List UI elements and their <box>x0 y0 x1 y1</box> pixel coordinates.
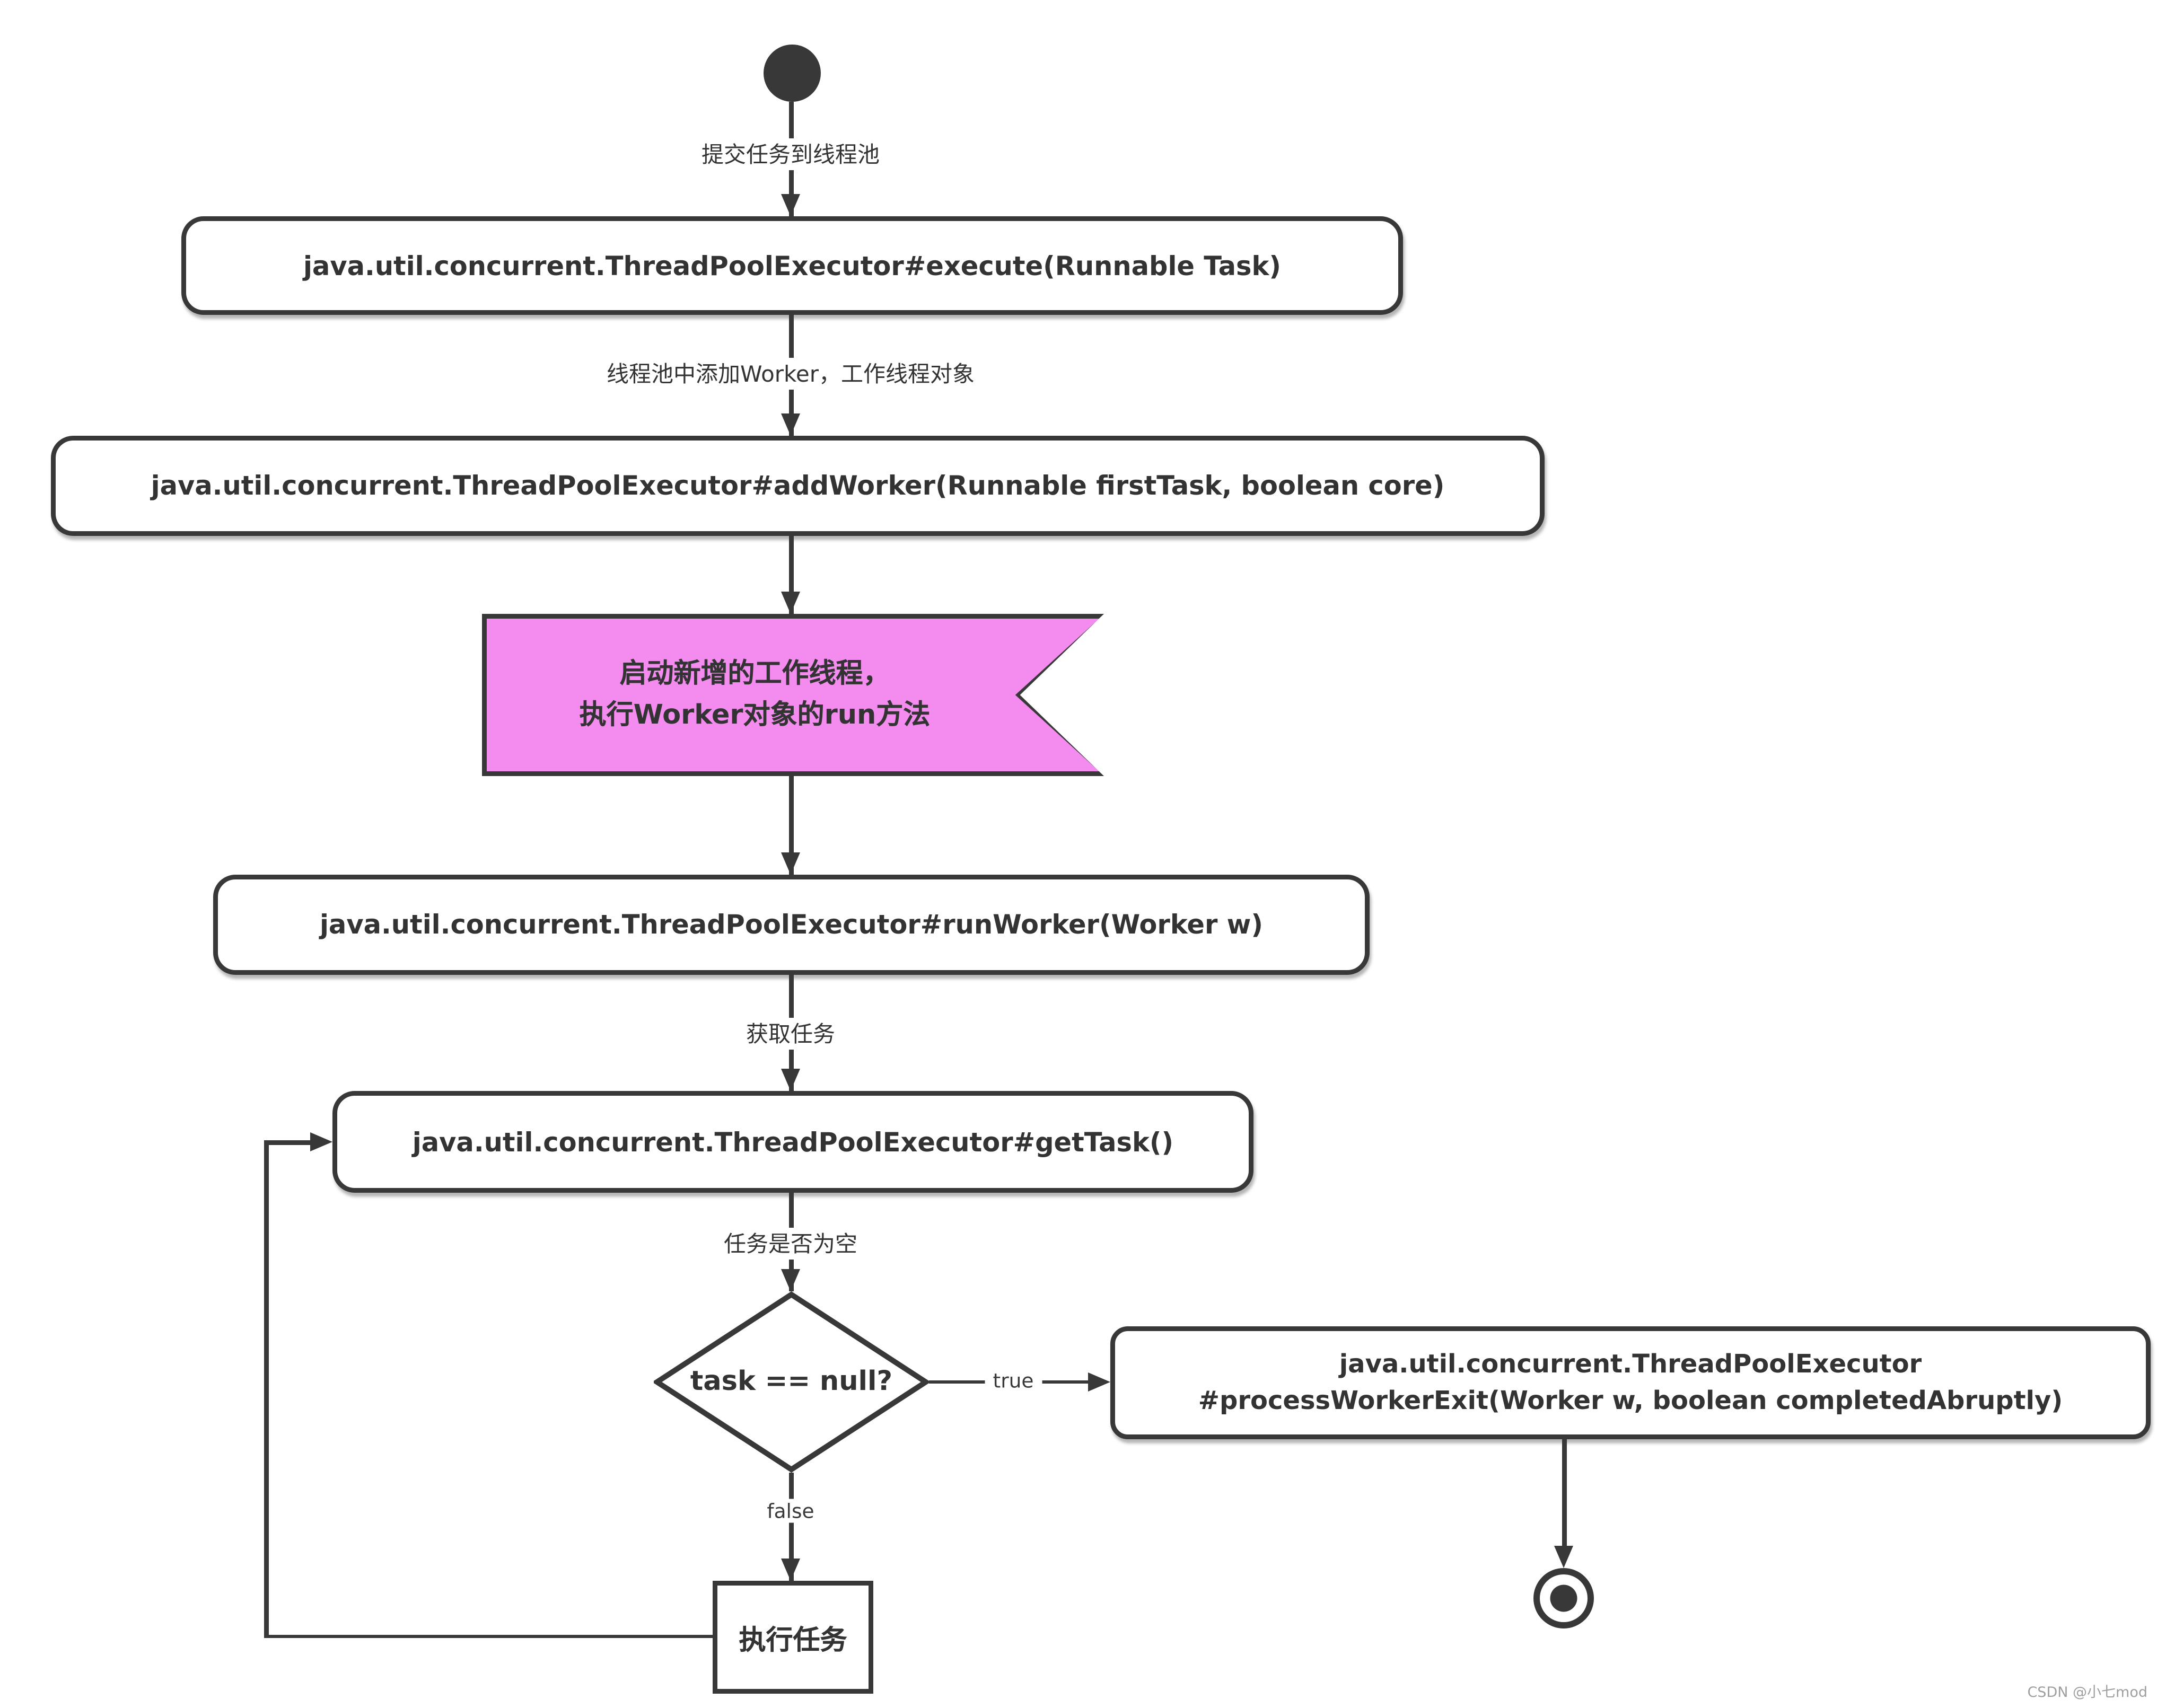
end-node-dot-icon <box>1550 1584 1577 1612</box>
decision-label: task == null? <box>690 1366 893 1398</box>
arrow-down-icon <box>1553 1546 1573 1568</box>
arrow-right-icon <box>1088 1371 1110 1391</box>
node-execute-task: 执行任务 <box>713 1581 873 1694</box>
edge-label-gettask: 获取任务 <box>738 1018 843 1050</box>
process-worker-exit-line1: java.util.concurrent.ThreadPoolExecutor <box>1339 1349 1922 1380</box>
banner-start-worker: 启动新增的工作线程， 执行Worker对象的run方法 <box>482 614 1104 776</box>
edge-label-addworker: 线程池中添加Worker，工作线程对象 <box>599 358 983 390</box>
edge-label-submit: 提交任务到线程池 <box>694 138 888 170</box>
arrow-down-icon <box>780 413 800 436</box>
decision-diamond: task == null? <box>654 1291 929 1473</box>
arrow-down-icon <box>780 852 800 875</box>
edge-label-false: false <box>759 1499 822 1523</box>
start-node-icon <box>764 45 821 102</box>
edge-banner-runworker <box>789 776 793 875</box>
node-execute: java.util.concurrent.ThreadPoolExecutor#… <box>181 216 1403 315</box>
process-worker-exit-line2: #processWorkerExit(Worker w, boolean com… <box>1198 1384 2063 1415</box>
node-run-worker: java.util.concurrent.ThreadPoolExecutor#… <box>213 875 1370 975</box>
edge-label-isnull: 任务是否为空 <box>716 1228 865 1260</box>
edge-label-true: true <box>985 1368 1042 1393</box>
watermark: CSDN @小七mod <box>2027 1686 2147 1702</box>
arrow-down-icon <box>780 1069 800 1091</box>
banner-line2: 执行Worker对象的run方法 <box>579 700 931 732</box>
node-get-task: java.util.concurrent.ThreadPoolExecutor#… <box>332 1091 1253 1193</box>
arrow-down-icon <box>780 592 800 614</box>
edge-addworker-banner <box>789 536 793 614</box>
banner-line1: 启动新增的工作线程， <box>619 657 890 690</box>
edge-loop-top <box>264 1140 312 1144</box>
process-worker-exit-text: java.util.concurrent.ThreadPoolExecutor … <box>1198 1348 2063 1418</box>
node-add-worker: java.util.concurrent.ThreadPoolExecutor#… <box>51 436 1545 536</box>
banner-start-worker-body: 启动新增的工作线程， 执行Worker对象的run方法 <box>487 619 1099 771</box>
arrow-down-icon <box>780 194 800 216</box>
end-node-icon <box>1533 1568 1594 1628</box>
arrow-down-icon <box>780 1559 800 1581</box>
diamond-shape-icon <box>654 1291 929 1473</box>
node-process-worker-exit: java.util.concurrent.ThreadPoolExecutor … <box>1110 1326 2151 1439</box>
edge-loop-bottom <box>266 1634 713 1639</box>
arrow-down-icon <box>780 1269 800 1291</box>
edge-loop-left <box>264 1140 268 1638</box>
arrow-right-icon <box>310 1131 332 1151</box>
edge-exit-end <box>1562 1439 1566 1546</box>
edge-false <box>789 1473 793 1581</box>
